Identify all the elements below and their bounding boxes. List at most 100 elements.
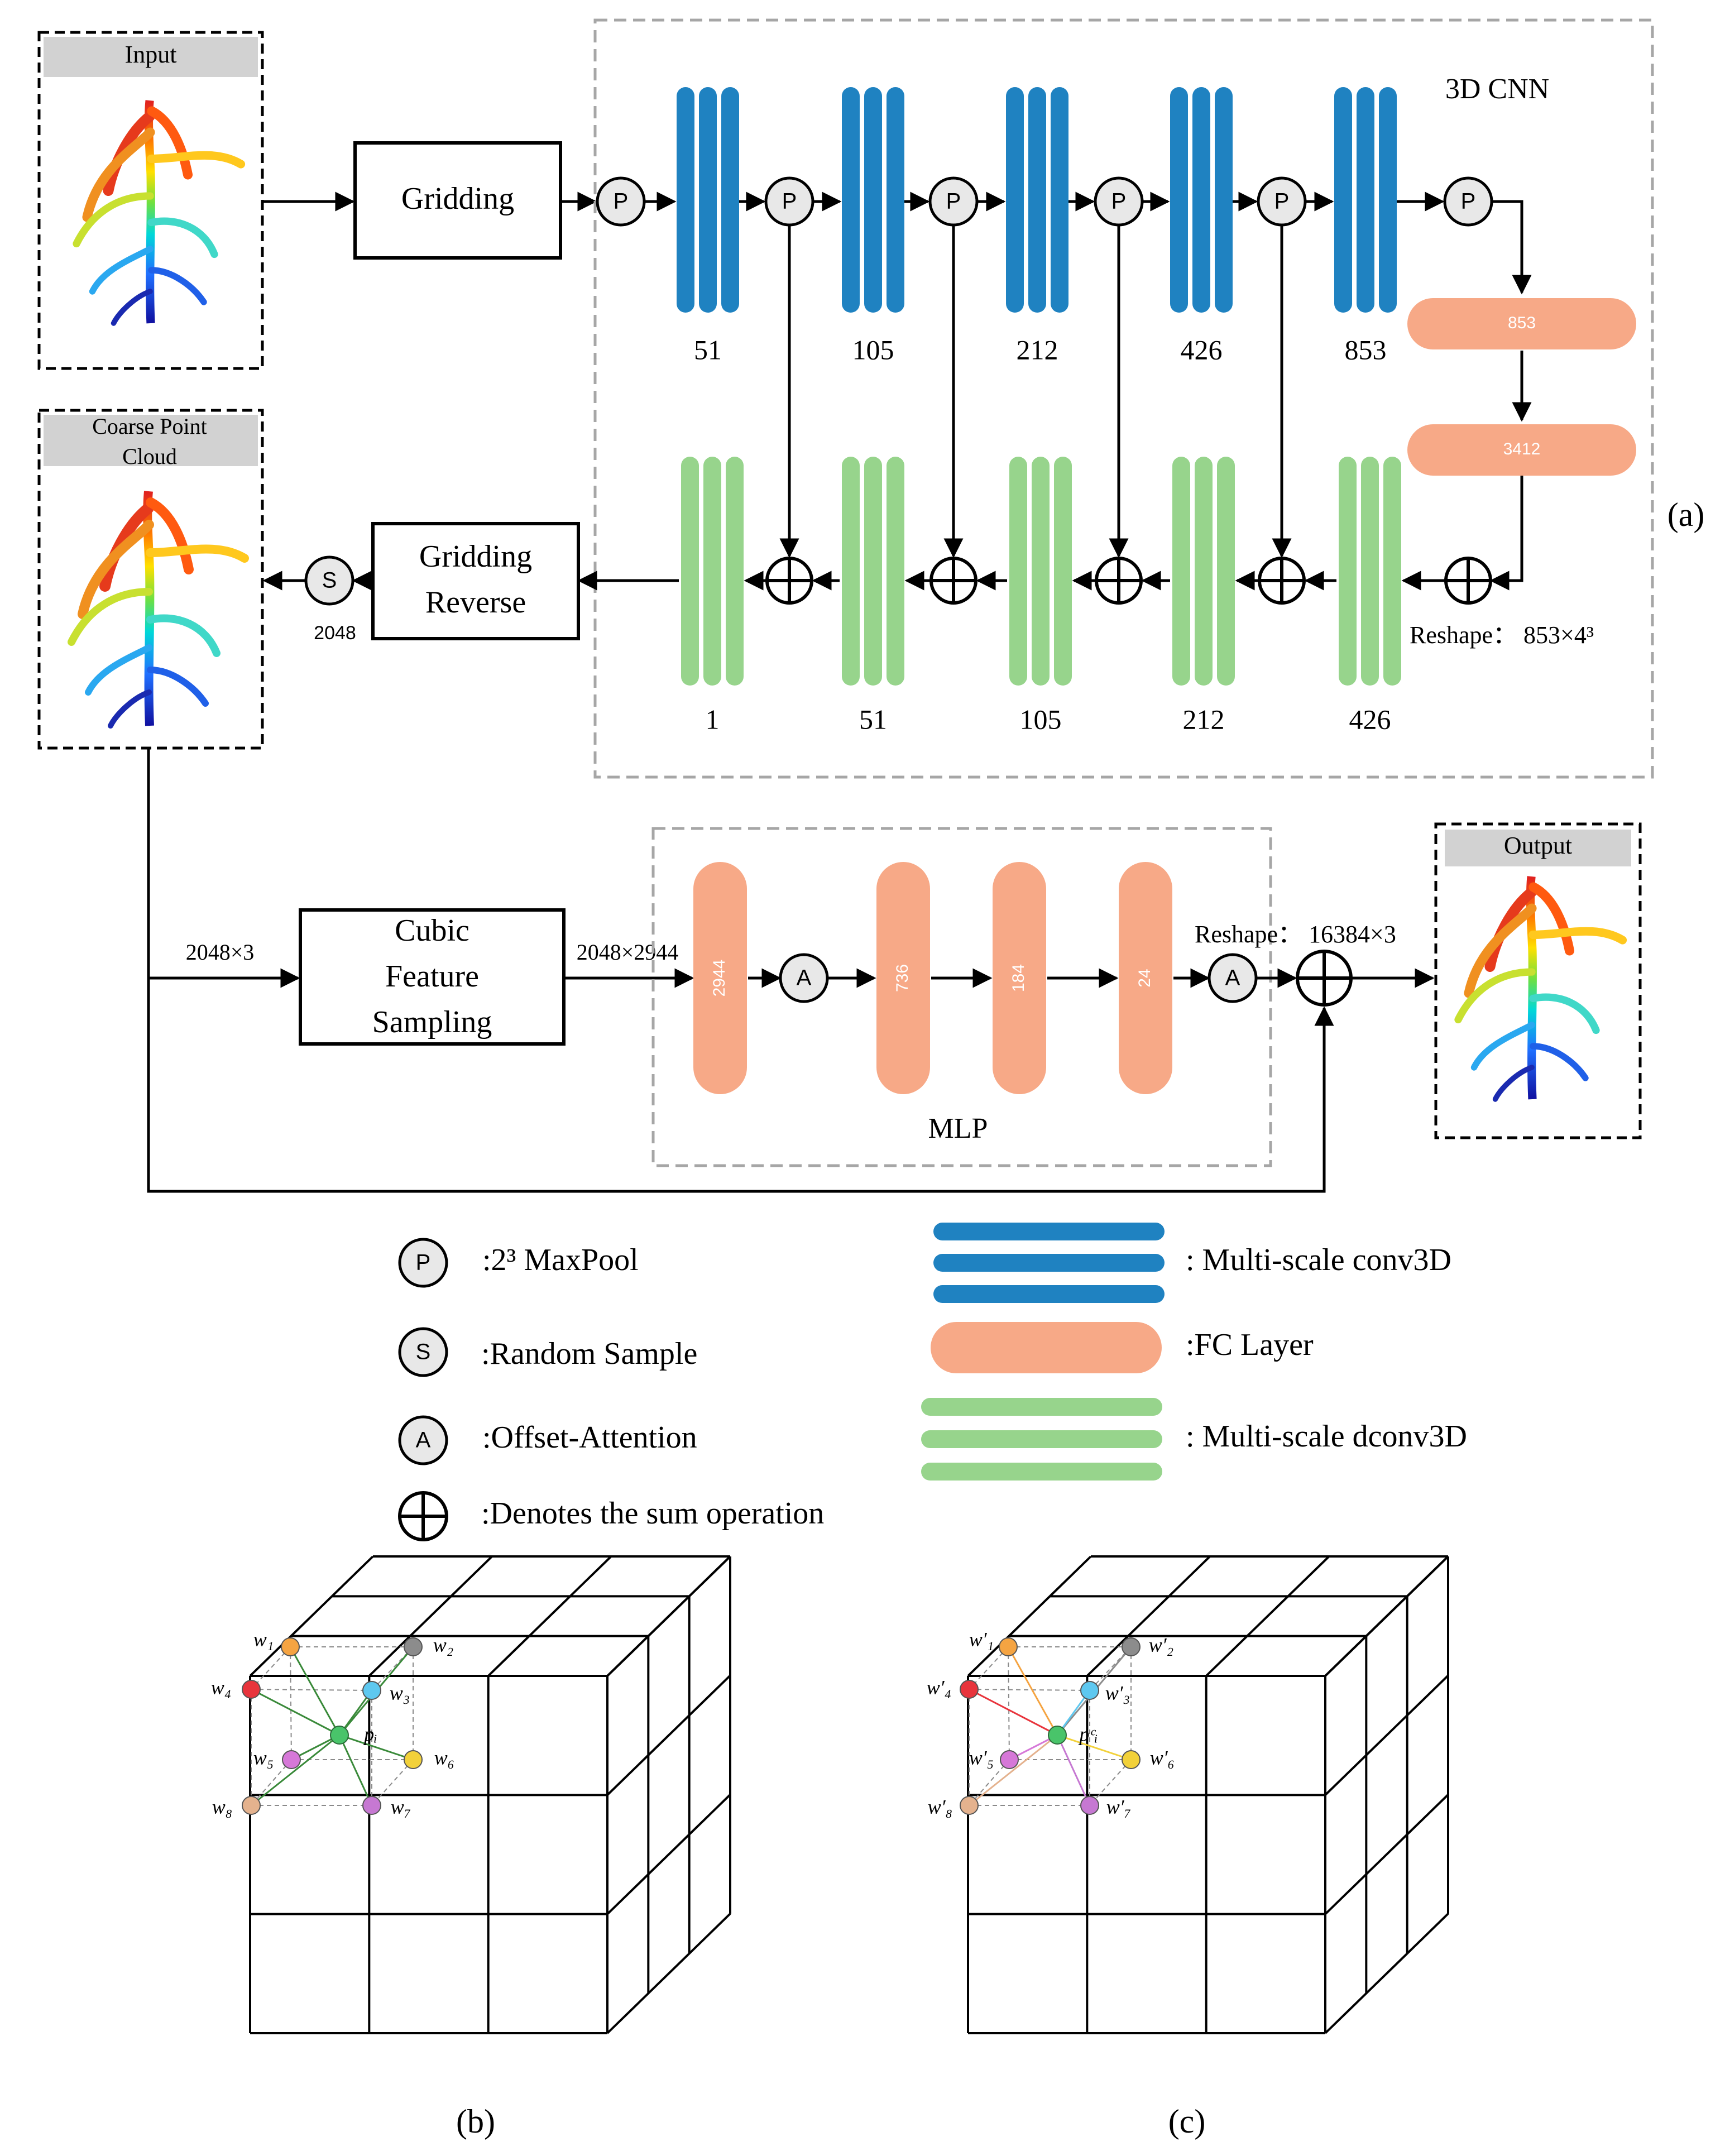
pool-symbol-3: P (928, 176, 979, 227)
dconv3d-block-4 (1172, 457, 1235, 686)
sum-op-1-cross (767, 558, 812, 603)
attention-symbol-1: A (779, 953, 829, 1003)
cube-c-nodes-edge-6 (1008, 1646, 1010, 1760)
cube-c-nodes-node-2 (1122, 1637, 1141, 1656)
panel-a-label: (a) (1668, 496, 1705, 533)
cube-b-nodes-weight-3: w₃ (390, 1681, 410, 1704)
pool-symbol-5-glyph: P (1274, 189, 1290, 214)
dconv3d-block-4-bar-3 (1217, 457, 1235, 686)
sum-op-1 (765, 557, 813, 605)
cube-b-nodes-weight-4: w₄ (211, 1676, 232, 1698)
dconv3d-block-3-bar-3 (1054, 457, 1072, 686)
dconv3d-block-1 (681, 457, 744, 686)
cube-c-top-depth2 (1205, 1555, 1330, 1677)
dconv3d-block-2-bar-2 (864, 457, 882, 686)
cnn-title: 3D CNN (1445, 73, 1549, 105)
mlp-layer-4: 24 (1119, 862, 1172, 1094)
cube-b-nodes-weight-1: w₁ (253, 1628, 274, 1650)
output-plant (1458, 876, 1623, 1099)
sum-op-4-cross (1259, 558, 1304, 603)
legend-pool-symbol: P (398, 1238, 448, 1288)
cube-c-nodes-edge-11 (1089, 1759, 1132, 1806)
cubic-line1: Cubic (395, 913, 469, 948)
cube-c-nodes-weight-2: w′₂ (1149, 1633, 1173, 1656)
dconv3d-block-5-bar-1 (1339, 457, 1357, 686)
cube-c-nodes-node-7 (1080, 1796, 1099, 1815)
mlp-layer-2-body (876, 862, 930, 1094)
dconv3d-block-2-bar-1 (842, 457, 860, 686)
conv3d-channels-1: 51 (694, 334, 722, 365)
cube-b-nodes-node-1 (281, 1637, 300, 1656)
cube-b-top-depth1 (368, 1555, 493, 1677)
sum-op-output-cross (1297, 951, 1351, 1005)
fc-layer-2: 3412 (1407, 424, 1636, 476)
cube-c-nodes-weight-5: w′₅ (969, 1746, 994, 1769)
fc-layer-1: 853 (1407, 298, 1636, 349)
cube-c-nodes-point-label: pᶜᵢ (1077, 1723, 1098, 1745)
mlp-layer-1-body (693, 862, 747, 1094)
cube-b-side-depth1 (606, 1674, 731, 1796)
dconv3d-block-3 (1009, 457, 1072, 686)
cube-b-nodes-point-label: pᵢ (362, 1723, 377, 1745)
legend-pool-symbol-circle (398, 1238, 448, 1288)
cube-c-nodes-ray-4 (969, 1688, 1058, 1736)
legend-fc-text: :FC Layer (1186, 1328, 1314, 1362)
arrow-to-fc1 (1492, 200, 1532, 295)
in-dim-label: 2048×3 (186, 940, 255, 965)
legend-attention-text: :Offset-Attention (482, 1420, 697, 1455)
cube-b-nodes-weight-5: w₅ (253, 1746, 274, 1769)
legend-sample-symbol-glyph: S (416, 1340, 431, 1364)
cube-c-side-depth2 (1324, 1794, 1449, 1915)
cubic-line2: Feature (385, 959, 479, 994)
legend-dconv-symbol (921, 1398, 1162, 1481)
conv3d-block-3-bar-1 (1006, 87, 1024, 313)
legend-dconv-bar-2 (921, 1430, 1162, 1448)
legend-pool-text: :2³ MaxPool (482, 1243, 639, 1277)
cube-b-nodes-edge-1 (251, 1646, 291, 1690)
output-title: Output (1504, 832, 1572, 859)
pool-symbol-3-glyph: P (946, 189, 961, 214)
cube-b-nodes-ray-8 (251, 1734, 340, 1807)
fc-layer-1-label: 853 (1508, 314, 1536, 332)
cube-b-nodes-ray-4 (251, 1688, 340, 1736)
legend-sample-symbol: S (398, 1327, 448, 1377)
coarse-plant-shape (71, 491, 245, 726)
fc-layer-2-body (1407, 424, 1636, 476)
cube-b-nodes-edge-3 (251, 1689, 372, 1691)
cube-c-nodes-node-6 (1122, 1750, 1141, 1769)
dconv3d-block-4-bar-1 (1172, 457, 1190, 686)
conv3d-block-3 (1006, 87, 1068, 313)
cubic-line3: Sampling (372, 1005, 492, 1039)
conv3d-block-1-bar-1 (677, 87, 694, 313)
cube-c-nodes-ray-7 (1056, 1735, 1091, 1806)
cube-c-nodes-weight-6: w′₆ (1150, 1746, 1175, 1769)
cube-b-nodes-weight-2: w₂ (433, 1633, 454, 1656)
cube-c-top-depth1 (1086, 1555, 1211, 1677)
dconv3d-block-1-bar-3 (726, 457, 744, 686)
feat-dim-label: 2048×2944 (577, 940, 679, 965)
mlp-layer-1: 2944 (693, 862, 747, 1094)
cube-b-nodes-node-3 (362, 1681, 381, 1700)
legend-dconv-bar-1 (921, 1398, 1162, 1416)
gridding-label: Gridding (401, 181, 514, 216)
pool-symbol-6-glyph: P (1461, 189, 1476, 214)
mlp-layer-2: 736 (876, 862, 930, 1094)
coarse-box (37, 409, 264, 750)
sum-op-3-cross (1096, 558, 1141, 603)
input-title: Input (125, 41, 177, 68)
cube-b-nodes-edge-11 (371, 1759, 414, 1806)
dconv3d-block-1-bar-1 (681, 457, 699, 686)
mlp-layer-3: 184 (993, 862, 1046, 1094)
cube-c-nodes-weight-3: w′₃ (1105, 1681, 1130, 1704)
cube-b-side-depth3 (606, 1913, 731, 2034)
cube-c-nodes-node-5 (1000, 1750, 1019, 1769)
cube-b-nodes-weight-7: w₇ (391, 1795, 411, 1818)
conv3d-channels-2: 105 (852, 334, 894, 365)
reshape-out-label: Reshape： 16384×3 (1195, 921, 1396, 948)
conv3d-block-2-bar-2 (864, 87, 882, 313)
conv3d-block-1-bar-3 (721, 87, 739, 313)
sum-op-output (1296, 950, 1353, 1007)
mlp-label: MLP (928, 1113, 988, 1144)
